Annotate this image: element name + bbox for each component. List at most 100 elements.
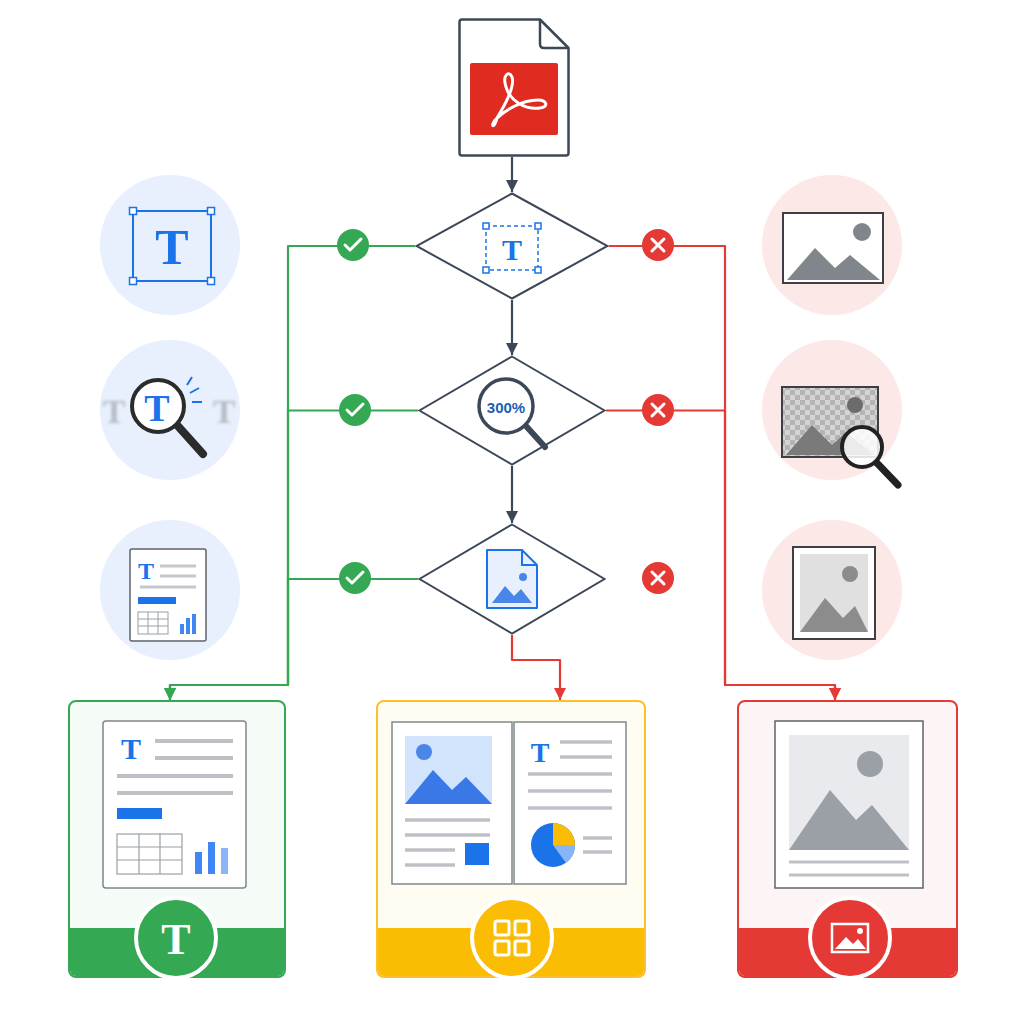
yes-check — [339, 562, 371, 594]
text-document-illustration — [159, 834, 160, 874]
mixed-pages-illustration — [531, 823, 575, 867]
pixelated-image-circle — [842, 427, 882, 467]
yes-check — [337, 229, 369, 261]
text-document-illustration — [155, 756, 233, 760]
text-document-icon — [186, 618, 190, 634]
image-page-illustration — [789, 790, 909, 850]
text-document-illustration — [195, 852, 202, 874]
pdf-icon — [470, 63, 558, 135]
text-document-icon — [140, 586, 196, 589]
text-frame-icon — [208, 208, 215, 215]
mixed-pages-illustration — [465, 843, 489, 865]
image-badge — [810, 898, 890, 978]
yes-check — [345, 239, 361, 250]
mixed-pages-illustration — [392, 722, 626, 884]
image-file-icon — [522, 550, 537, 565]
pixelated-image-circle — [847, 397, 863, 413]
mixed-pages-illustration — [405, 736, 492, 804]
text-document-illustration — [221, 848, 228, 874]
text-document-illustration — [103, 721, 246, 888]
text-document-icon — [130, 549, 206, 641]
text-magnifier-icon — [192, 401, 202, 403]
image-icon-circle — [783, 213, 883, 283]
text-document-illustration — [117, 791, 233, 795]
text-document-icon — [138, 597, 176, 604]
image-page-circle — [800, 554, 868, 632]
no-cross — [652, 572, 664, 584]
node-label: T — [531, 739, 550, 767]
text-document-icon — [138, 619, 168, 620]
text-document-icon — [160, 565, 196, 568]
mixed-pages-illustration — [553, 845, 575, 863]
mixed-pages-illustration — [416, 744, 432, 760]
mixed-pages-illustration — [392, 722, 512, 884]
feature-circle: T — [100, 175, 240, 315]
image-badge — [857, 928, 863, 934]
text-select-icon — [483, 223, 489, 229]
image-icon-circle — [762, 175, 902, 315]
mixed-pages-illustration — [528, 806, 612, 810]
no-cross — [642, 394, 674, 426]
image-icon-circle — [853, 223, 871, 241]
layout-badge — [495, 941, 509, 955]
image-page-circle — [762, 520, 902, 660]
text-frame-icon — [133, 211, 211, 281]
diamond-outline — [420, 525, 605, 634]
zoom-magnifier — [479, 379, 533, 433]
file-outline — [460, 20, 569, 156]
image-badge — [832, 924, 868, 952]
image-icon-circle — [762, 175, 902, 315]
text-document-illustration — [117, 774, 233, 778]
pixelated-image-circle — [762, 340, 902, 480]
node-label: T — [155, 222, 188, 272]
text-document-icon — [148, 612, 149, 634]
layout-badge — [472, 898, 552, 978]
no-cross — [642, 562, 674, 594]
image-page-circle — [793, 547, 875, 639]
flow-connector — [170, 411, 418, 701]
text-document-illustration — [117, 834, 182, 874]
layout-badge — [515, 941, 529, 955]
text-document-illustration — [117, 859, 182, 860]
image-file-icon — [492, 586, 532, 603]
yes-check — [347, 572, 363, 583]
layout-badge — [515, 921, 529, 935]
mixed-pages-illustration — [583, 836, 612, 840]
text-magnifier-icon — [177, 425, 203, 454]
text-frame-icon — [130, 208, 137, 215]
text-select-icon — [483, 223, 541, 273]
zoom-magnifier — [479, 379, 545, 447]
mixed-pages-illustration — [528, 789, 612, 793]
decision-diamond: T — [415, 192, 609, 300]
node-label: T — [161, 918, 190, 962]
text-select-icon — [535, 267, 541, 273]
flow-connector — [511, 466, 513, 523]
layout-badge — [472, 898, 552, 978]
text-document-icon — [192, 614, 196, 634]
image-page-illustration — [789, 735, 909, 850]
zoom-magnifier — [526, 426, 545, 447]
mixed-pages-illustration — [405, 770, 492, 804]
yes-check — [347, 404, 363, 415]
mixed-pages-illustration — [405, 863, 455, 867]
yes-check — [339, 394, 371, 426]
flow-connector — [511, 300, 513, 355]
layout-badge — [495, 921, 509, 935]
no-cross — [642, 394, 674, 426]
mixed-pages-illustration — [560, 740, 612, 744]
mixed-pages-illustration — [405, 818, 490, 822]
node-label: T — [213, 395, 236, 429]
text-select-icon — [535, 223, 541, 229]
no-cross — [642, 229, 674, 261]
no-cross — [642, 562, 674, 594]
image-badge — [810, 898, 890, 978]
image-file-icon — [487, 550, 537, 608]
text-document-icon — [180, 624, 184, 634]
pdf-icon — [493, 74, 546, 126]
text-frame-icon — [208, 278, 215, 285]
image-page-illustration — [775, 721, 923, 888]
flow-connector — [170, 579, 418, 700]
image-page-circle — [842, 566, 858, 582]
text-frame-icon — [130, 278, 137, 285]
